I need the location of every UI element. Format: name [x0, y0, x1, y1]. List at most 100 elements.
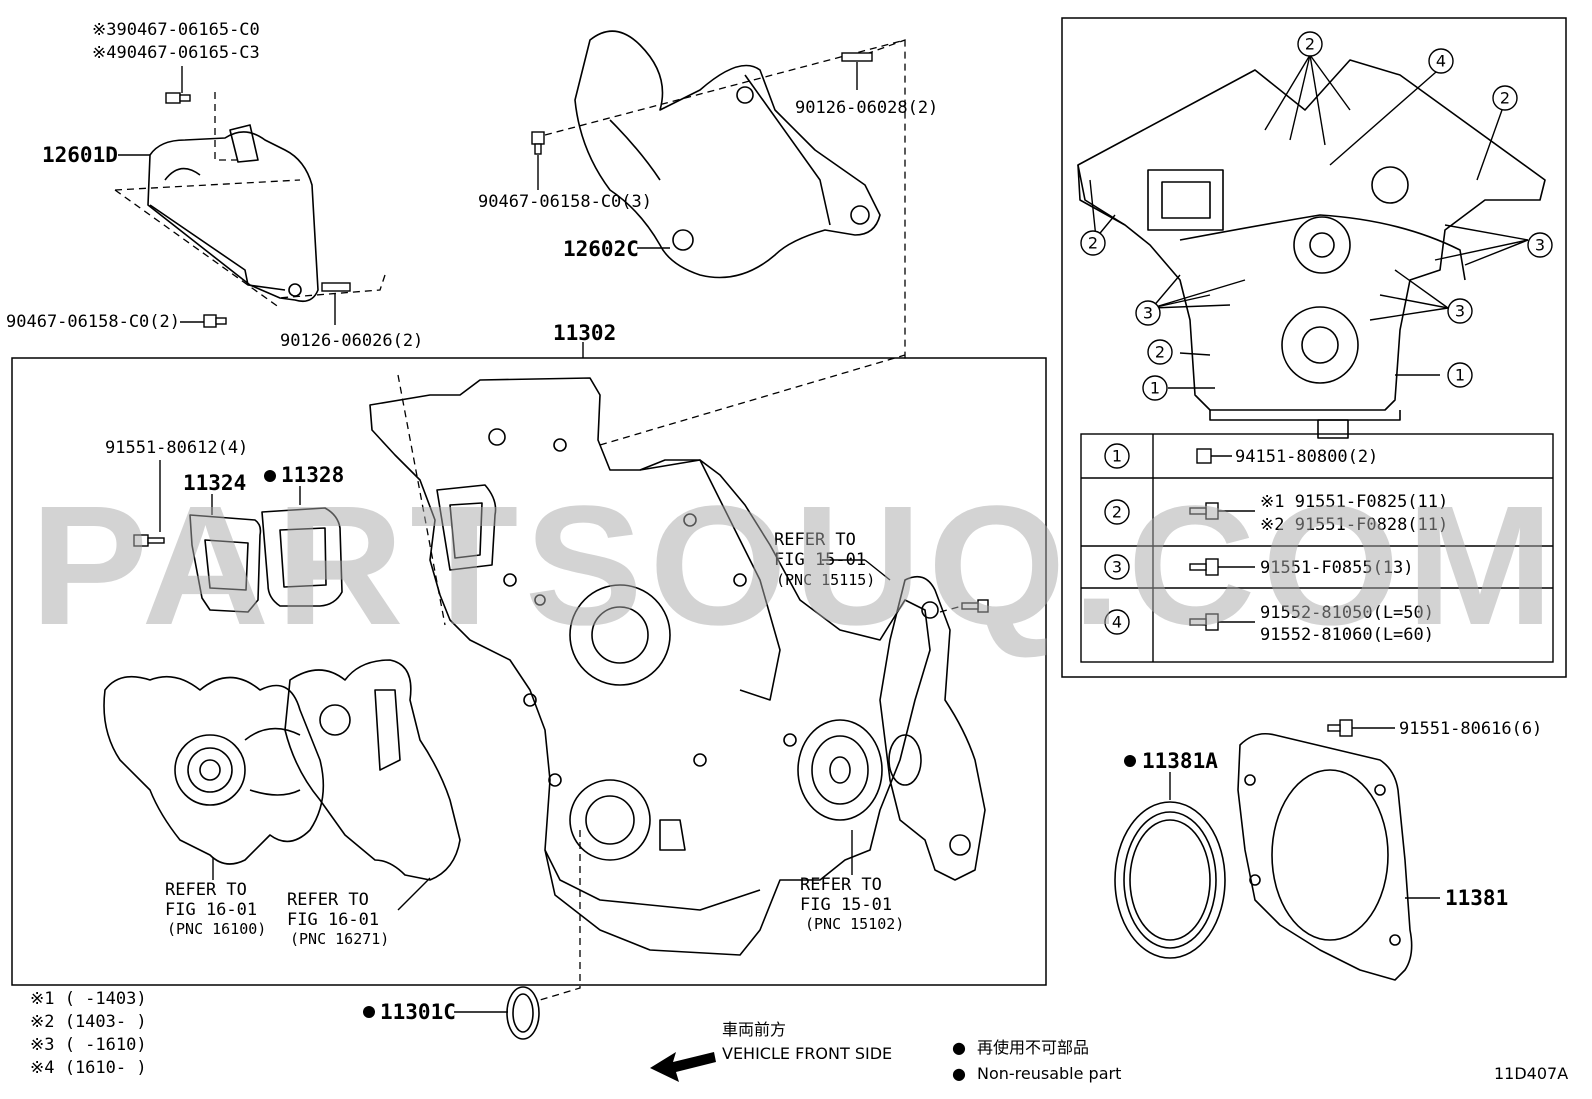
- oil-pump-housing-drawing: [879, 575, 986, 881]
- refer-15102-line1[interactable]: REFER TO: [800, 875, 882, 895]
- callout-11381A[interactable]: 11381A: [1142, 749, 1218, 773]
- refer-16271-line3[interactable]: (PNC 16271): [290, 930, 389, 948]
- figure-code: 11D407A: [1494, 1064, 1568, 1083]
- callout-11302[interactable]: 11302: [553, 321, 616, 345]
- callout-11381[interactable]: 11381: [1445, 886, 1508, 910]
- bolt-icon: [203, 314, 227, 328]
- callout-11324[interactable]: 11324: [183, 471, 246, 495]
- water-pump-drawing: [103, 675, 325, 865]
- non-reusable-marker: [264, 470, 276, 482]
- gasket-11328-drawing: [261, 507, 343, 607]
- refer-15102-line3[interactable]: (PNC 15102): [805, 915, 904, 933]
- water-pump-gasket-drawing: [284, 659, 461, 881]
- direction-jp: 車両前方: [722, 1020, 786, 1039]
- svg-text:2: 2: [1500, 89, 1510, 108]
- label-91551-80612[interactable]: 91551-80612(4): [105, 438, 248, 458]
- label-91551-80616[interactable]: 91551-80616(6): [1399, 719, 1542, 739]
- svg-text:4: 4: [1436, 52, 1446, 71]
- callout-12602C[interactable]: 12602C: [563, 237, 639, 261]
- svg-text:1: 1: [1150, 379, 1160, 398]
- detail-marker-2[interactable]: 2: [1147, 339, 1173, 365]
- row4-part-b[interactable]: 91552-81060(L=60): [1260, 625, 1434, 645]
- refer-16100-line3[interactable]: (PNC 16100): [167, 920, 266, 938]
- footnote-3: ※3 ( -1610): [30, 1035, 147, 1055]
- arrow-left-icon: [650, 1052, 716, 1082]
- detail-marker-4[interactable]: 4: [1428, 48, 1454, 74]
- label-90467-06165-C3[interactable]: ※490467-06165-C3: [92, 43, 260, 63]
- direction-en: VEHICLE FRONT SIDE: [722, 1044, 892, 1063]
- timing-cover-12601D-drawing: [114, 92, 386, 309]
- refer-15115-line3[interactable]: (PNC 15115): [776, 571, 875, 589]
- oil-seal-11301C-drawing: [506, 986, 540, 1040]
- refer-16271-line1[interactable]: REFER TO: [287, 890, 369, 910]
- row4-part-a[interactable]: 91552-81050(L=50): [1260, 603, 1434, 623]
- rear-oil-seal-11381A-drawing: [1114, 801, 1226, 959]
- bolt-icon: [165, 92, 191, 104]
- detail-marker-1[interactable]: 1: [1447, 362, 1473, 388]
- detail-box: [1061, 17, 1567, 678]
- watermark: PARTSOUQ.COM: [30, 471, 1560, 661]
- bolt-icon: [1189, 502, 1219, 520]
- bolt-icon: [961, 599, 989, 613]
- detail-marker-3[interactable]: 3: [1527, 232, 1553, 258]
- table-row: 1 94151-80800(2): [1104, 443, 1378, 469]
- footnote-1: ※1 ( -1403): [30, 989, 147, 1009]
- bolt-table: [1080, 433, 1554, 663]
- seal-retainer-11381-drawing: [1237, 732, 1413, 981]
- svg-text:3: 3: [1535, 236, 1545, 255]
- legend-jp: 再使用不可部品: [977, 1038, 1089, 1057]
- svg-text:1: 1: [1455, 366, 1465, 385]
- svg-text:2: 2: [1305, 35, 1315, 54]
- timing-cover-12602C-drawing: [544, 30, 906, 360]
- label-90467-06158-C0-3[interactable]: 90467-06158-C0(3): [478, 192, 652, 212]
- assembly-frame: [11, 357, 1047, 986]
- nut-icon: [1196, 448, 1212, 464]
- detail-marker-3[interactable]: 3: [1447, 298, 1473, 324]
- svg-text:2: 2: [1112, 503, 1122, 522]
- row2-part-b[interactable]: ※2 91551-F0828(11): [1260, 515, 1448, 535]
- row3-part[interactable]: 91551-F0855(13): [1260, 558, 1414, 578]
- detail-marker-2[interactable]: 2: [1297, 31, 1323, 57]
- detail-leader-lines: [1089, 54, 1529, 389]
- svg-text:1: 1: [1112, 447, 1122, 466]
- timing-chain-case-11302-drawing: [369, 377, 931, 956]
- footnote-4: ※4 (1610- ): [30, 1058, 147, 1078]
- bolt-icon: [531, 131, 545, 155]
- row-marker-3: 3: [1104, 554, 1130, 580]
- footnote-2: ※2 (1403- ): [30, 1012, 147, 1032]
- oil-pump-rotor-drawing: [797, 719, 883, 821]
- table-row: 3 91551-F0855(13): [1104, 554, 1414, 580]
- svg-text:4: 4: [1112, 613, 1122, 632]
- detail-marker-2[interactable]: 2: [1080, 230, 1106, 256]
- detail-marker-2[interactable]: 2: [1492, 85, 1518, 111]
- callout-11328[interactable]: 11328: [281, 463, 344, 487]
- row2-part-a[interactable]: ※1 91551-F0825(11): [1260, 492, 1448, 512]
- detail-marker-1[interactable]: 1: [1142, 375, 1168, 401]
- row-marker-2: 2: [1104, 499, 1130, 525]
- refer-15102-line2[interactable]: FIG 15-01: [800, 895, 892, 915]
- callout-12601D[interactable]: 12601D: [42, 143, 118, 167]
- svg-text:3: 3: [1143, 304, 1153, 323]
- refer-16100-line1[interactable]: REFER TO: [165, 880, 247, 900]
- stud-icon: [321, 282, 351, 292]
- refer-15115-line1[interactable]: REFER TO: [774, 530, 856, 550]
- label-90126-06028[interactable]: 90126-06028(2): [795, 98, 938, 118]
- svg-text:3: 3: [1112, 558, 1122, 577]
- refer-16100-line2[interactable]: FIG 16-01: [165, 900, 257, 920]
- row1-part[interactable]: 94151-80800(2): [1235, 447, 1378, 467]
- legend-en: Non-reusable part: [977, 1064, 1121, 1083]
- label-90467-06158-C0-2[interactable]: 90467-06158-C0(2): [6, 312, 180, 332]
- non-reusable-marker: [1124, 755, 1136, 767]
- non-reusable-marker: [363, 1006, 375, 1018]
- detail-marker-3[interactable]: 3: [1135, 300, 1161, 326]
- gasket-11324-drawing: [189, 514, 262, 613]
- bolt-icon: [1327, 719, 1353, 737]
- label-90126-06026[interactable]: 90126-06026(2): [280, 331, 423, 351]
- callout-11301C[interactable]: 11301C: [380, 1000, 456, 1024]
- row-marker-4: 4: [1104, 609, 1130, 635]
- refer-15115-line2[interactable]: FIG 15-01: [774, 550, 866, 570]
- legend-bullet-en: ●: [952, 1064, 966, 1083]
- label-90467-06165-C0[interactable]: ※390467-06165-C0: [92, 20, 260, 40]
- refer-16271-line2[interactable]: FIG 16-01: [287, 910, 379, 930]
